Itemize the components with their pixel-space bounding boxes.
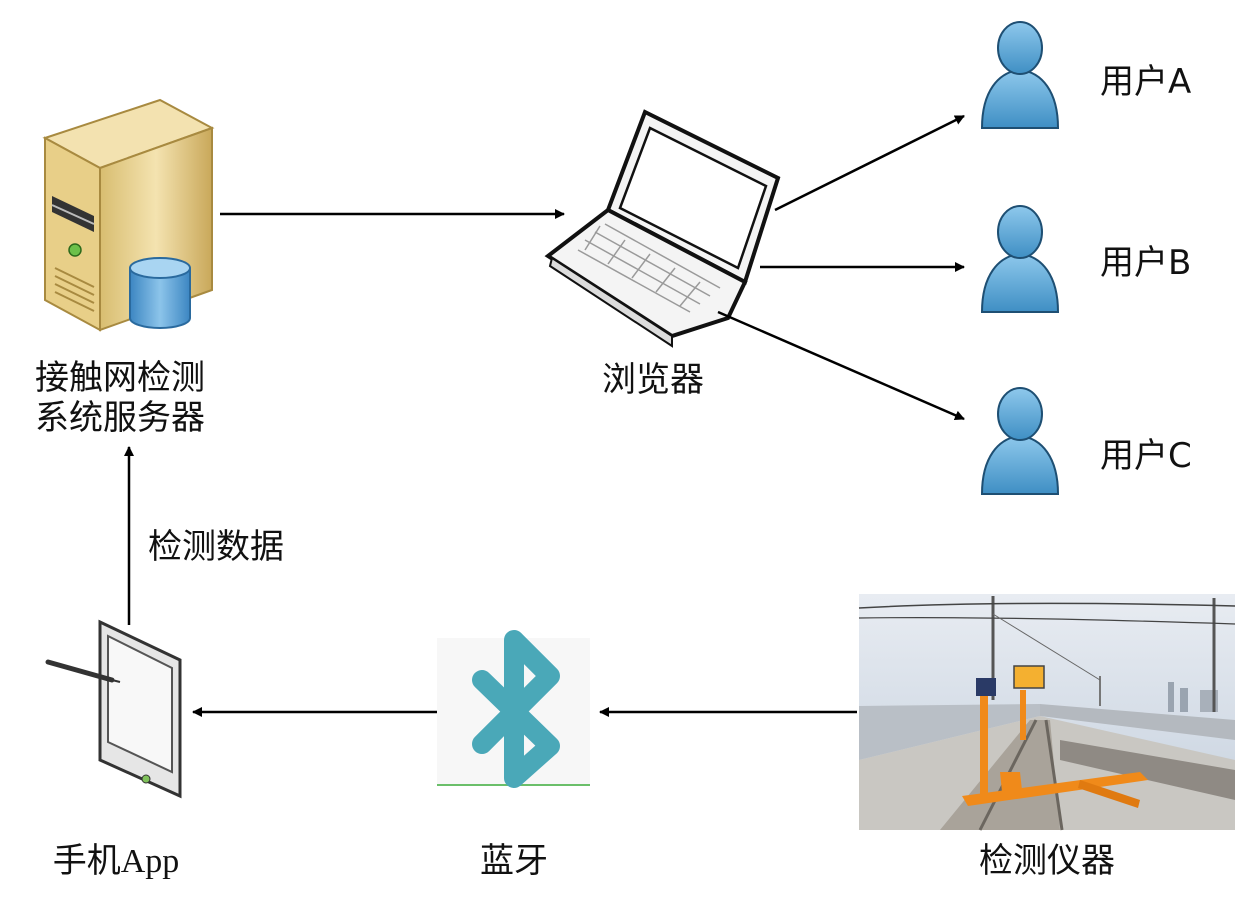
bluetooth-label: 蓝牙 [480, 841, 548, 881]
bluetooth-icon [437, 630, 590, 788]
instrument-label: 检测仪器 [979, 841, 1115, 881]
user-c-icon [980, 387, 1060, 495]
arrow-browser-to-user-c [717, 310, 965, 421]
server-label-line1: 接触网检测 [35, 358, 205, 398]
browser-label: 浏览器 [602, 360, 704, 400]
user-b-icon [980, 205, 1060, 313]
server-label-line2: 系统服务器 [35, 398, 205, 438]
user-a-icon [980, 21, 1060, 129]
arrow-browser-to-user-a [774, 114, 965, 212]
phone-icon [45, 619, 182, 799]
phone-app-label: 手机App [53, 842, 180, 880]
user-c-label: 用户C [1100, 436, 1192, 476]
user-a-label: 用户A [1100, 62, 1191, 102]
database-icon [129, 257, 191, 329]
edge-label-detection-data: 检测数据 [148, 527, 284, 567]
user-b-label: 用户B [1100, 243, 1191, 283]
instrument-photo [858, 594, 1236, 831]
server-icon [42, 98, 215, 332]
laptop-icon [544, 109, 781, 348]
